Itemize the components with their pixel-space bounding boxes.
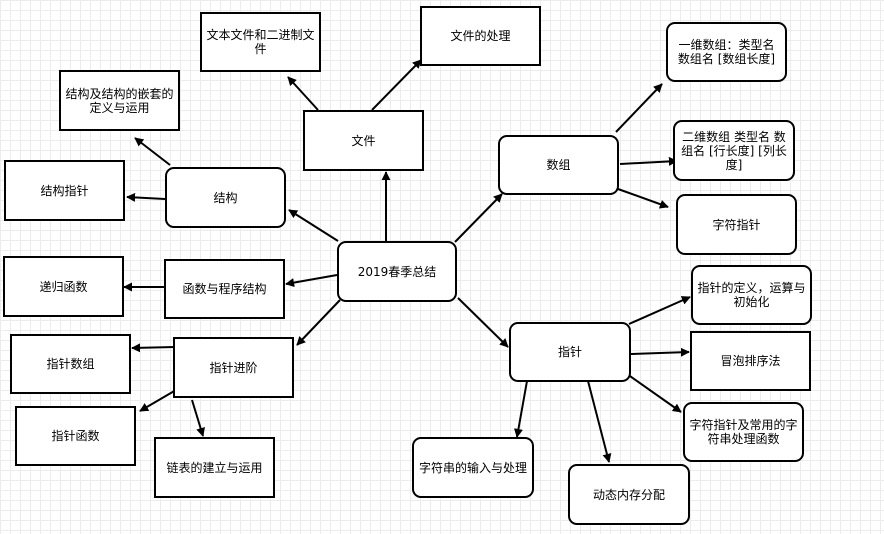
node-string-funcs[interactable]: 字符指针及常用的字符串处理函数 xyxy=(683,402,804,462)
node-file-processing-label: 文件的处理 xyxy=(450,29,511,43)
node-center-label: 2019春季总结 xyxy=(357,264,437,279)
node-struct-pointer[interactable]: 结构指针 xyxy=(4,160,125,221)
edge-array-1d xyxy=(615,83,663,133)
node-struct-label: 结构 xyxy=(213,190,238,205)
node-adv-pointer-label: 指针进阶 xyxy=(209,360,258,375)
node-dynamic-mem[interactable]: 动态内存分配 xyxy=(568,464,690,525)
node-pointer-label: 指针 xyxy=(557,345,582,359)
edge-adv-pointer-function xyxy=(139,389,177,412)
edge-struct-nesting xyxy=(134,137,171,166)
edge-pointer-dynamic-mem xyxy=(587,380,612,463)
node-pointer-def-label: 指针的定义，运算与初始化 xyxy=(697,281,806,309)
node-array-1d[interactable]: 一维数组：类型名 数组名 [数组长度] xyxy=(666,22,787,82)
edge-pointer-def xyxy=(628,296,691,325)
node-pointer-array[interactable]: 指针数组 xyxy=(10,334,131,394)
node-array-2d[interactable]: 二维数组 类型名 数组名 [行长度] [列长度] xyxy=(673,120,795,181)
node-char-pointer[interactable]: 字符指针 xyxy=(676,194,797,255)
edge-center-array xyxy=(454,193,503,243)
node-struct-nesting-label: 结构及结构的嵌套的定义与运用 xyxy=(65,86,174,115)
edge-struct-pointer xyxy=(126,192,166,202)
node-pointer-function-label: 指针函数 xyxy=(51,429,100,443)
node-array[interactable]: 数组 xyxy=(498,135,619,195)
edge-center-adv-pointer xyxy=(296,299,341,346)
node-pointer-def[interactable]: 指针的定义，运算与初始化 xyxy=(691,265,812,325)
edge-center-pointer xyxy=(457,297,509,348)
node-linked-list-label: 链表的建立与运用 xyxy=(166,460,263,475)
node-center[interactable]: 2019春季总结 xyxy=(337,241,457,302)
node-functions-label: 函数与程序结构 xyxy=(182,282,267,296)
edge-center-functions xyxy=(285,274,338,288)
edge-pointer-string-funcs xyxy=(626,373,682,413)
edge-pointer-bubble xyxy=(630,347,690,357)
edge-center-struct xyxy=(288,209,339,242)
edge-pointer-string-io xyxy=(513,380,528,438)
edge-adv-pointer-array xyxy=(131,343,176,353)
node-array-1d-label: 一维数组：类型名 数组名 [数组长度] xyxy=(677,38,776,66)
node-pointer-array-label: 指针数组 xyxy=(46,357,95,371)
edge-file-text-binary xyxy=(287,76,319,111)
node-adv-pointer[interactable]: 指针进阶 xyxy=(173,337,294,398)
node-bubble-sort[interactable]: 冒泡排序法 xyxy=(690,331,811,391)
node-recursion[interactable]: 递归函数 xyxy=(3,256,124,317)
node-string-funcs-label: 字符指针及常用的字符串处理函数 xyxy=(689,418,798,446)
node-array-label: 数组 xyxy=(546,158,571,172)
node-functions[interactable]: 函数与程序结构 xyxy=(164,259,285,319)
node-string-io-label: 字符串的输入与处理 xyxy=(418,460,527,475)
node-bubble-sort-label: 冒泡排序法 xyxy=(720,354,781,368)
node-struct-pointer-label: 结构指针 xyxy=(40,183,89,198)
node-text-binary-label: 文本文件和二进制文件 xyxy=(206,28,315,56)
node-file-label: 文件 xyxy=(351,133,376,148)
node-array-2d-label: 二维数组 类型名 数组名 [行长度] [列长度] xyxy=(681,129,787,172)
node-pointer-function[interactable]: 指针函数 xyxy=(15,406,136,466)
node-file-processing[interactable]: 文件的处理 xyxy=(420,6,541,66)
node-pointer[interactable]: 指针 xyxy=(509,322,631,382)
edge-array-char-pointer xyxy=(617,188,669,209)
node-char-pointer-label: 字符指针 xyxy=(712,217,761,232)
node-struct[interactable]: 结构 xyxy=(165,167,286,228)
edge-adv-pointer-linked-list xyxy=(191,399,205,437)
node-string-io[interactable]: 字符串的输入与处理 xyxy=(412,437,534,498)
node-linked-list[interactable]: 链表的建立与运用 xyxy=(154,437,275,498)
edge-array-2d xyxy=(619,156,678,166)
node-recursion-label: 递归函数 xyxy=(39,279,88,294)
node-text-binary[interactable]: 文本文件和二进制文件 xyxy=(200,12,321,72)
edge-file-processing xyxy=(371,59,422,111)
node-dynamic-mem-label: 动态内存分配 xyxy=(592,487,665,502)
node-struct-nesting[interactable]: 结构及结构的嵌套的定义与运用 xyxy=(59,70,180,131)
node-file[interactable]: 文件 xyxy=(303,110,424,171)
